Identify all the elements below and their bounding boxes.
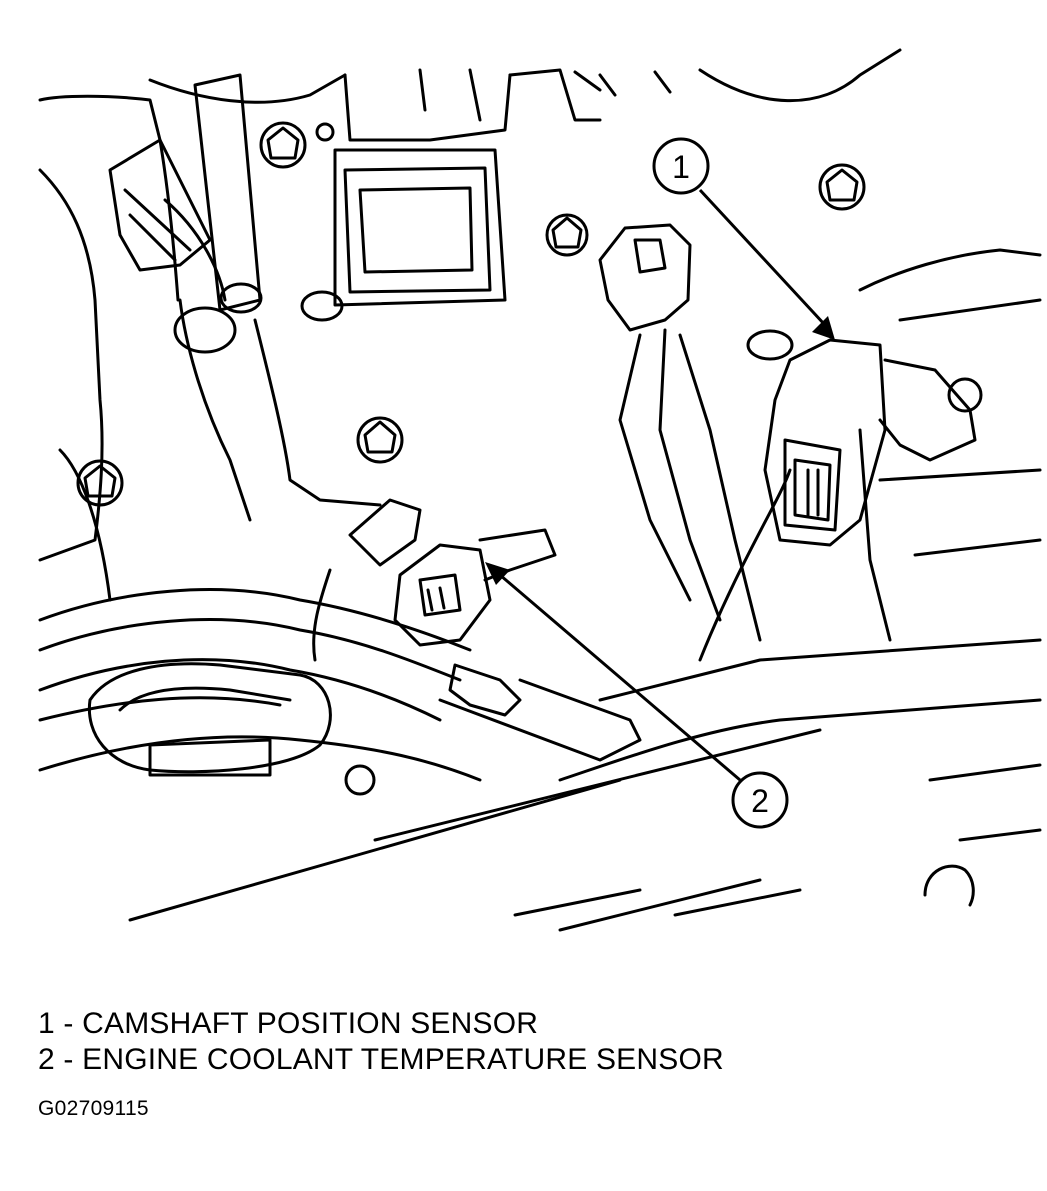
engine-illustration: 1 2 (38, 48, 1042, 932)
callout-1-number: 1 (672, 149, 690, 185)
line-drawing: 1 2 (38, 48, 1042, 932)
callout-1-arrowhead (812, 316, 835, 340)
callout-2-circle (731, 771, 789, 829)
callout-2-number: 2 (751, 783, 769, 819)
legend-item-camshaft-position-sensor: 1 - CAMSHAFT POSITION SENSOR (38, 1007, 539, 1040)
callout-2-leader (499, 573, 741, 782)
legend: 1 - CAMSHAFT POSITION SENSOR 2 - ENGINE … (38, 1006, 724, 1078)
callout-1: 1 (652, 137, 835, 340)
callout-1-circle (652, 137, 710, 195)
callout-1-leader (698, 188, 827, 327)
callout-2: 2 (485, 562, 789, 829)
legend-item-engine-coolant-temperature-sensor: 2 - ENGINE COOLANT TEMPERATURE SENSOR (38, 1043, 724, 1076)
callout-2-arrowhead (485, 562, 510, 585)
figure-id: G02709115 (38, 1097, 149, 1120)
